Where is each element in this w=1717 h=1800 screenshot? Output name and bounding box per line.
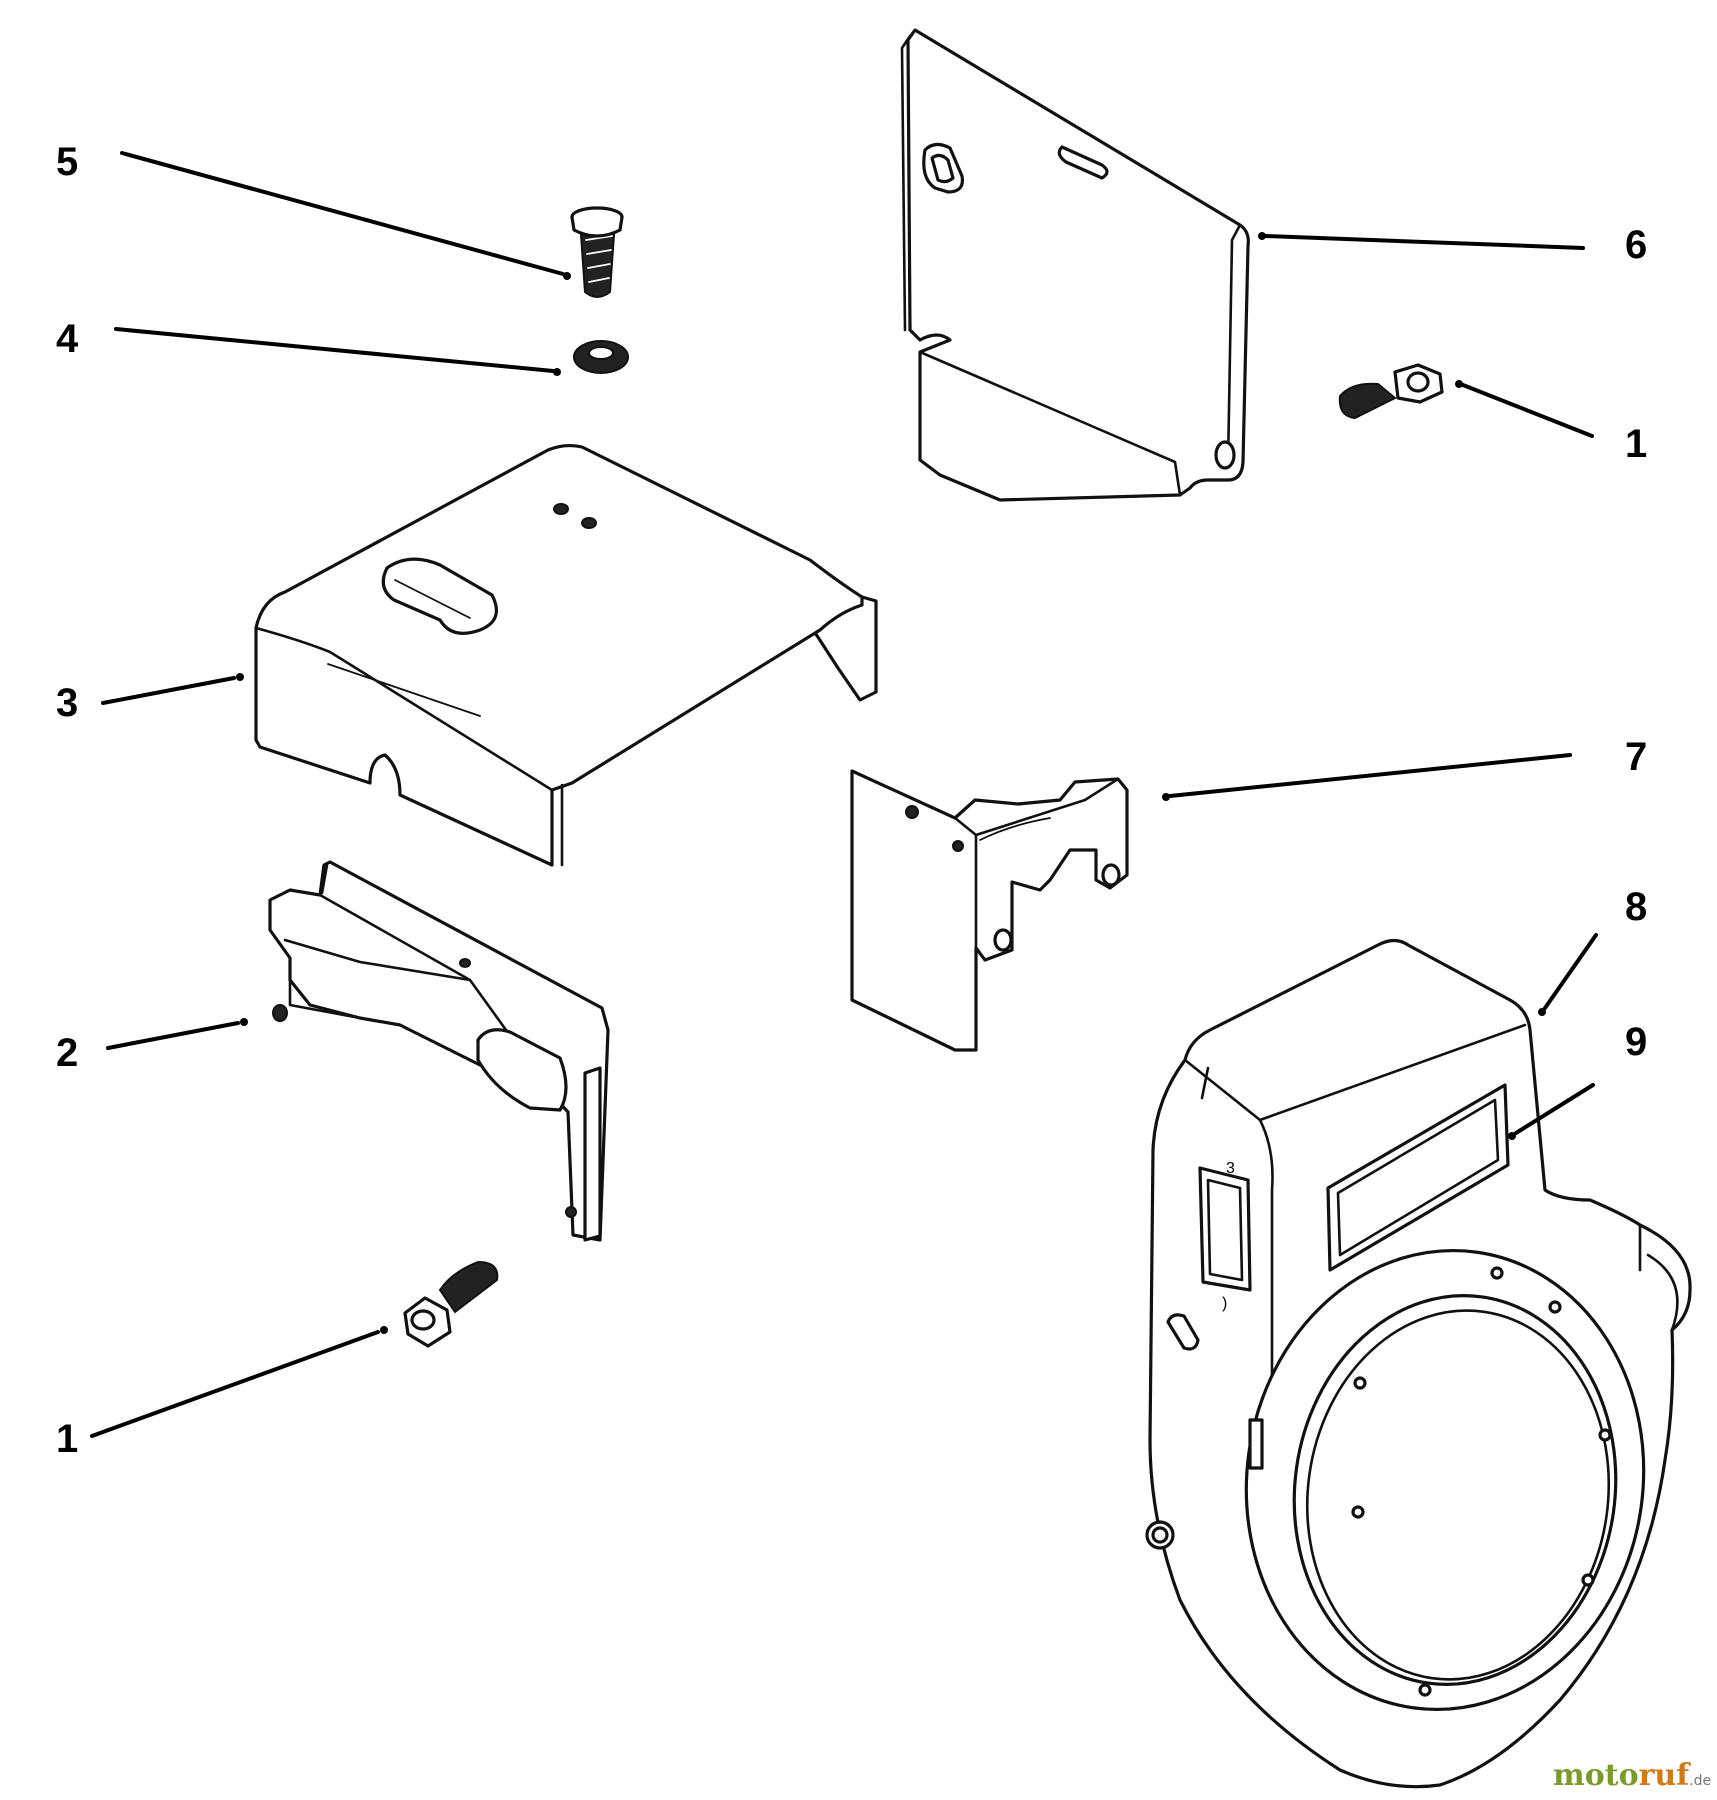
plate-6 xyxy=(900,28,1250,502)
cover-3 xyxy=(254,443,878,867)
bracket-2 xyxy=(268,860,610,1242)
washer-4 xyxy=(573,340,629,374)
callout-9: 9 xyxy=(1625,1020,1647,1064)
callout-5: 5 xyxy=(56,140,78,184)
screw-5 xyxy=(570,206,624,298)
watermark-part1: moto xyxy=(1553,1758,1639,1793)
leader-lines xyxy=(90,151,1598,1438)
callout-numbers: 5 4 3 2 1 6 1 7 8 9 xyxy=(56,140,1647,1461)
callout-1-upper: 1 xyxy=(1625,422,1647,466)
callout-4: 4 xyxy=(56,317,79,361)
small-mark-paren: ) xyxy=(1222,1295,1227,1312)
watermark-text: motoruf.de xyxy=(1553,1758,1711,1793)
callout-7: 7 xyxy=(1625,735,1647,779)
watermark: motoruf.de xyxy=(1553,1758,1711,1793)
watermark-suffix: .de xyxy=(1689,1773,1711,1789)
screw-1-lower xyxy=(403,1260,499,1348)
callout-2: 2 xyxy=(56,1031,78,1075)
callout-6: 6 xyxy=(1625,223,1647,267)
callout-8: 8 xyxy=(1625,885,1647,929)
small-mark-3: 3 xyxy=(1226,1160,1235,1177)
callout-1-lower: 1 xyxy=(56,1417,78,1461)
callout-3: 3 xyxy=(56,681,78,725)
screw-1-upper xyxy=(1338,363,1444,420)
bracket-7 xyxy=(850,769,1129,1052)
decal-9 xyxy=(1326,1083,1510,1272)
watermark-part2: ruf xyxy=(1639,1758,1692,1793)
blower-housing-8 xyxy=(1145,938,1692,1789)
